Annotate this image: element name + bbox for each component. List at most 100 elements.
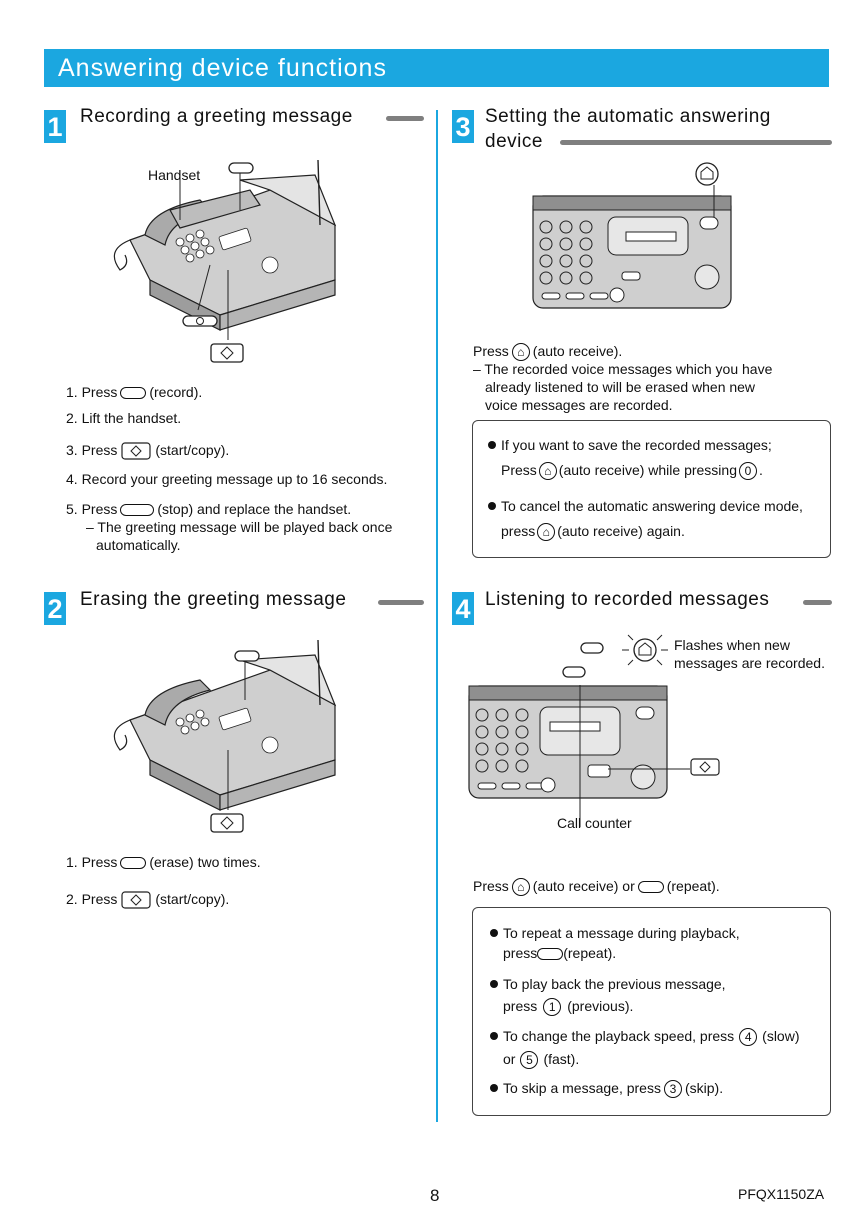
- auto-receive-key-icon: ⌂: [538, 462, 557, 481]
- stop-button-icon: [182, 315, 218, 327]
- zero-key-icon: 0: [739, 462, 757, 481]
- step-4-tip-2b: press 1 (previous).: [503, 998, 634, 1017]
- flashing-auto-receive-icon: [622, 634, 668, 666]
- tip-text: (auto receive) again.: [557, 523, 685, 539]
- stop-key-icon: [120, 504, 155, 517]
- auto-receive-key-icon: ⌂: [511, 878, 530, 897]
- start-copy-text: (start/copy).: [155, 891, 230, 907]
- step-3-title-line-1: Setting the automatic answering: [485, 106, 771, 127]
- step-3-tip-1: If you want to save the recorded message…: [488, 437, 772, 453]
- step-3-note-3: voice messages are recorded.: [485, 397, 673, 413]
- start-copy-button-icon-2: [210, 813, 244, 833]
- fax-machine-illustration-2: [113, 639, 337, 811]
- repeat-key-icon: [637, 881, 664, 894]
- step-1-number: 1: [44, 110, 66, 143]
- bullet-icon: [490, 1084, 498, 1093]
- step-1-line-4: 4. Record your greeting message up to 16…: [66, 471, 388, 487]
- auto-receive-key-icon: ⌂: [537, 523, 556, 542]
- step-4-number: 4: [452, 592, 474, 625]
- tip-text: (skip).: [684, 1080, 724, 1096]
- step-1-note-1: – The greeting message will be played ba…: [86, 519, 393, 535]
- tip-text: (slow): [762, 1028, 800, 1044]
- tip-text: To play back the previous message,: [503, 976, 726, 992]
- tip-text: (repeat).: [563, 945, 617, 961]
- call-counter-label: Call counter: [557, 815, 632, 831]
- period-text: .: [759, 462, 763, 478]
- step-3-tip-2b: press⌂(auto receive) again.: [501, 523, 685, 542]
- step-2-title: Erasing the greeting message: [80, 589, 347, 610]
- step-3-rule: [560, 140, 832, 145]
- bullet-icon: [488, 441, 496, 450]
- control-panel-illustration-3: [532, 185, 732, 309]
- step-3-tip-box: [472, 420, 831, 558]
- step-4-tip-1: To repeat a message during playback,: [490, 925, 740, 941]
- step-2-line-1: 1. Press (erase) two times.: [66, 853, 261, 871]
- step-3-note-1: – The recorded voice messages which you …: [473, 361, 773, 377]
- press-text: Press: [473, 343, 509, 359]
- bullet-icon: [490, 929, 498, 938]
- erase-button-icon: [234, 650, 260, 662]
- record-button-icon: [228, 162, 254, 174]
- tip-text: (fast).: [543, 1051, 580, 1067]
- column-divider: [436, 110, 438, 1122]
- step-3-note-2: already listened to will be erased when …: [485, 379, 756, 395]
- repeat-text: (repeat).: [666, 878, 720, 894]
- step-1-title: Recording a greeting message: [80, 106, 353, 127]
- page-number: 8: [430, 1186, 440, 1205]
- start-copy-button-icon: [210, 343, 244, 363]
- step-3-tip-2: To cancel the automatic answering device…: [488, 498, 803, 514]
- step-1-rule: [386, 116, 424, 121]
- step-4-tip-1b: press(repeat).: [503, 945, 616, 961]
- step-3-title-line-2: device: [485, 131, 543, 152]
- press-text: 1. Press: [66, 384, 118, 400]
- tip-text: If you want to save the recorded message…: [501, 437, 772, 453]
- start-copy-button-icon-4: [690, 758, 720, 776]
- start-copy-key-icon: [121, 891, 151, 909]
- press-text: 5. Press: [66, 501, 118, 517]
- record-key-icon: [120, 387, 147, 400]
- press-text: Press: [473, 878, 509, 894]
- tip-text: To repeat a message during playback,: [503, 925, 740, 941]
- step-1-line-2: 2. Lift the handset.: [66, 410, 182, 426]
- auto-receive-text: (auto receive).: [532, 343, 623, 359]
- control-panel-illustration-4: [468, 685, 690, 827]
- bullet-icon: [488, 502, 496, 511]
- erase-key-icon: [120, 857, 147, 870]
- step-4-tip-2: To play back the previous message,: [490, 976, 726, 992]
- tip-text: To skip a message, press: [503, 1080, 661, 1096]
- press-text: 1. Press: [66, 854, 118, 870]
- page-title: Answering device functions: [58, 54, 387, 82]
- record-text: (record).: [149, 384, 203, 400]
- step-4-rule: [803, 600, 832, 605]
- section-banner: Answering device functions: [44, 49, 829, 87]
- key-1-icon: 1: [543, 998, 562, 1017]
- flash-label-line-1: Flashes when new: [674, 637, 790, 653]
- step-1-line-5: 5. Press(stop) and replace the handset.: [66, 500, 351, 518]
- erase-button-icon-4: [562, 666, 586, 678]
- tip-text: To change the playback speed, press: [503, 1028, 735, 1044]
- step-1-note-2: automatically.: [96, 537, 181, 553]
- auto-receive-button-icon: [695, 162, 719, 186]
- step-2-rule: [378, 600, 424, 605]
- auto-receive-text: (auto receive) or: [532, 878, 635, 894]
- tip-text: (previous).: [567, 998, 634, 1014]
- bullet-icon: [490, 1032, 498, 1041]
- erase-text: (erase) two times.: [149, 854, 261, 870]
- press-text: press: [501, 523, 536, 539]
- start-copy-key-icon: [121, 442, 151, 460]
- press-text: 3. Press: [66, 442, 118, 458]
- step-3-number: 3: [452, 110, 474, 143]
- step-3-press-line: Press⌂(auto receive).: [473, 342, 623, 362]
- step-1-line-1: 1. Press (record).: [66, 383, 202, 401]
- start-copy-text: (start/copy).: [155, 442, 230, 458]
- or-text: or: [503, 1051, 516, 1067]
- repeat-button-icon: [580, 642, 604, 654]
- step-4-tip-box: [472, 907, 831, 1116]
- press-text: press: [503, 998, 538, 1014]
- key-3-icon: 3: [663, 1080, 682, 1099]
- key-5-icon: 5: [520, 1051, 539, 1070]
- press-text: Press: [501, 462, 537, 478]
